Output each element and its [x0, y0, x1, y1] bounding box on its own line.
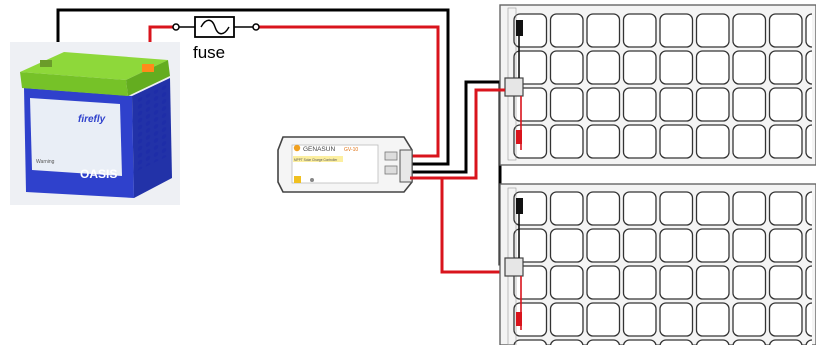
junction-box-top: [504, 77, 524, 97]
fuse-label: fuse: [193, 43, 225, 62]
fuse-terminal-right: [252, 23, 260, 31]
charge-controller-icon: GENASUN GV-10 MPPT Solar Charge Controll…: [277, 136, 413, 193]
controller-brand: GENASUN: [303, 146, 335, 153]
controller-subtitle: MPPT Solar Charge Controller: [294, 158, 338, 162]
fuse-terminal-left: [172, 23, 180, 31]
battery-sticker: Warning: [36, 159, 55, 165]
positive-wire-fuse-to-controller: [256, 25, 440, 158]
battery-icon: firefly OASIS Warning: [10, 42, 180, 205]
solar-panel-icon: [499, 4, 816, 166]
solar-panel-icon: [499, 183, 816, 346]
positive-wire-panel-bottom: [410, 176, 512, 274]
battery-model: OASIS: [80, 167, 117, 181]
negative-wire-battery: [56, 8, 450, 166]
controller-model: GV-10: [344, 147, 358, 153]
negative-wire-panel-top: [410, 80, 512, 174]
junction-box-bottom: [504, 257, 524, 277]
battery-brand: firefly: [78, 114, 106, 125]
positive-wire-panel-feed: [410, 88, 505, 180]
controller-logo-icon: [293, 144, 301, 152]
fuse-icon: [194, 16, 235, 38]
